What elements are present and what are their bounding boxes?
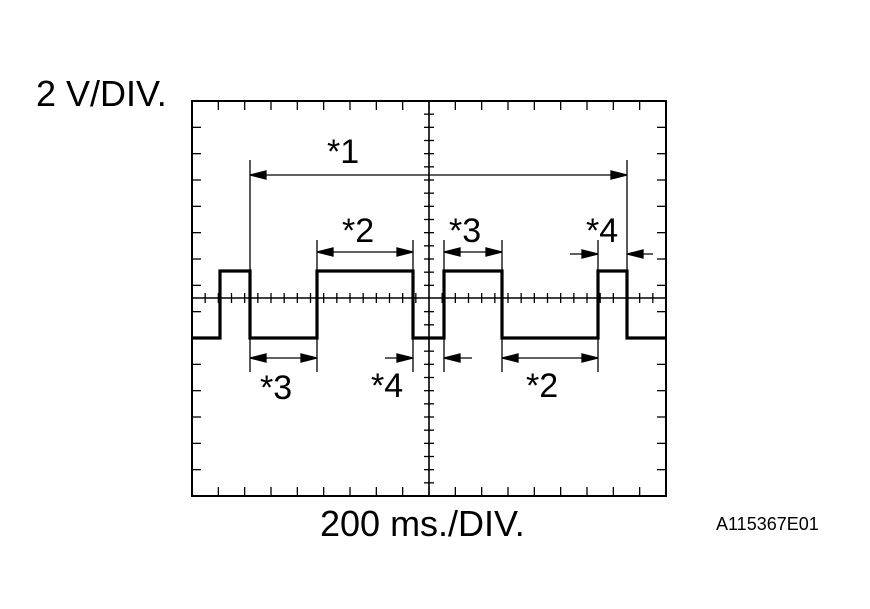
label-span-4-bottom: *4	[371, 367, 403, 405]
label-span-1: *1	[327, 133, 359, 171]
arrowhead	[485, 247, 503, 257]
figure-code: A115367E01	[716, 514, 819, 534]
arrowhead	[581, 249, 599, 259]
arrowhead	[501, 353, 519, 363]
arrowhead	[443, 247, 461, 257]
arrowhead	[249, 170, 267, 180]
label-span-3-top: *3	[449, 212, 481, 250]
graticule-ticks	[192, 101, 667, 496]
label-span-2-bottom: *2	[526, 367, 558, 405]
arrowhead	[581, 353, 599, 363]
x-scale-label: 200 ms./DIV.	[320, 503, 525, 544]
arrowhead	[300, 353, 318, 363]
arrowhead	[316, 247, 334, 257]
label-span-2-top: *2	[342, 212, 374, 250]
y-scale-label: 2 V/DIV.	[36, 73, 167, 114]
arrowhead	[249, 353, 267, 363]
dimension-arrows	[249, 170, 653, 363]
arrowhead	[626, 249, 644, 259]
arrowhead	[396, 247, 414, 257]
arrowhead	[610, 170, 628, 180]
dimension-extension-lines	[249, 160, 628, 372]
label-span-3-bottom: *3	[260, 369, 292, 407]
waveform-trace	[192, 269, 666, 340]
arrowhead	[443, 353, 461, 363]
arrowhead	[396, 353, 414, 363]
label-span-4-top: *4	[586, 212, 618, 250]
